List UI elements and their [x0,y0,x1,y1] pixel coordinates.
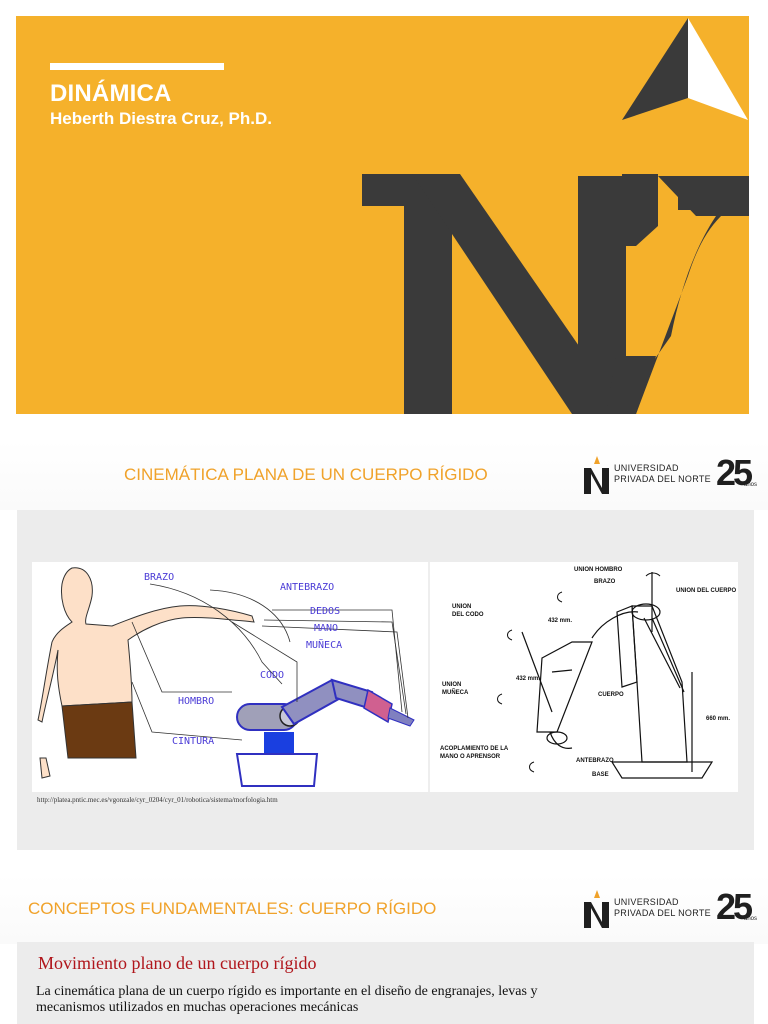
upn-n-logo [362,18,749,414]
label-cintura: CINTURA [172,736,214,747]
label-antebrazo: ANTEBRAZO [280,582,334,593]
label-muneca: MUÑECA [306,638,342,651]
technical-robot [521,572,714,779]
label-base: BASE [592,772,609,778]
human-figure [37,567,255,779]
upn-25: 25 [716,886,753,927]
upn-logo: UNIVERSIDAD PRIVADA DEL NORTE 25 años [580,450,760,500]
label-dedos: DEDOS [310,606,340,617]
left-label-lines [131,583,409,741]
label-union-muneca-1: UNION [442,682,461,688]
upn-line1: UNIVERSIDAD [614,897,679,907]
label-dim3: 660 mm. [706,716,730,722]
label-codo: CODO [260,670,284,681]
slide3-header: CONCEPTOS FUNDAMENTALES: CUERPO RÍGIDO U… [0,874,768,944]
label-hombro: HOMBRO [178,696,214,707]
label-dim1: 432 mm. [548,618,572,624]
label-antebrazo-r: ANTEBRAZO [576,758,614,764]
slide2-header: CINEMÁTICA PLANA DE UN CUERPO RÍGIDO UNI… [0,440,768,510]
upn-line2: PRIVADA DEL NORTE [614,908,711,918]
label-acoplamiento-1: ACOPLAMIENTO DE LA [440,746,509,752]
cover-title: DINÁMICA [50,80,172,107]
cover-slide: DINÁMICA Heberth Diestra Cruz, Ph.D. [16,16,749,414]
upn-logo: UNIVERSIDAD PRIVADA DEL NORTE 25 años [580,884,760,934]
upn-line2: PRIVADA DEL NORTE [614,474,711,484]
slide3-title: CONCEPTOS FUNDAMENTALES: CUERPO RÍGIDO [28,899,437,918]
upn-line1: UNIVERSIDAD [614,463,679,473]
upn-n-icon [584,890,609,928]
upn-anos: años [744,916,758,922]
label-acoplamiento-2: MANO O APRENSOR [440,754,501,760]
label-cuerpo: CUERPO [598,692,624,698]
label-mano: MANO [314,623,338,634]
label-union-cuerpo: UNION DEL CUERPO [676,588,737,594]
upn-25: 25 [716,452,753,493]
robot-illustration: BRAZO ANTEBRAZO DEDOS MANO MUÑECA CODO H… [37,562,737,792]
upn-n-icon [584,456,609,494]
slide3-panel: Movimiento plano de un cuerpo rígido La … [17,942,754,1024]
label-brazo: BRAZO [144,572,174,583]
label-dim2: 432 mm. [516,676,540,682]
upn-anos: años [744,482,758,488]
slide3-subtitle: Movimiento plano de un cuerpo rígido [38,953,317,973]
label-union-codo-1: UNION [452,604,471,610]
figure-caption: http://platea.pntic.mec.es/vgonzale/cyr_… [37,796,278,804]
label-union-hombro: UNION HOMBRO [574,567,623,573]
robot-figure: BRAZO ANTEBRAZO DEDOS MANO MUÑECA CODO H… [32,562,738,792]
label-union-muneca-2: MUÑECA [442,689,469,696]
slide3-body: La cinemática plana de un cuerpo rígido … [36,984,538,1015]
robot-arm [235,678,415,787]
technical-rotation-arrows [497,572,661,773]
slide2-panel: BRAZO ANTEBRAZO DEDOS MANO MUÑECA CODO H… [17,510,754,850]
label-union-codo-2: DEL CODO [452,612,484,618]
cover-accent-bar [50,63,224,70]
slide2-title: CINEMÁTICA PLANA DE UN CUERPO RÍGIDO [124,465,488,484]
label-brazo-r: BRAZO [594,579,616,585]
cover-author: Heberth Diestra Cruz, Ph.D. [50,109,272,128]
